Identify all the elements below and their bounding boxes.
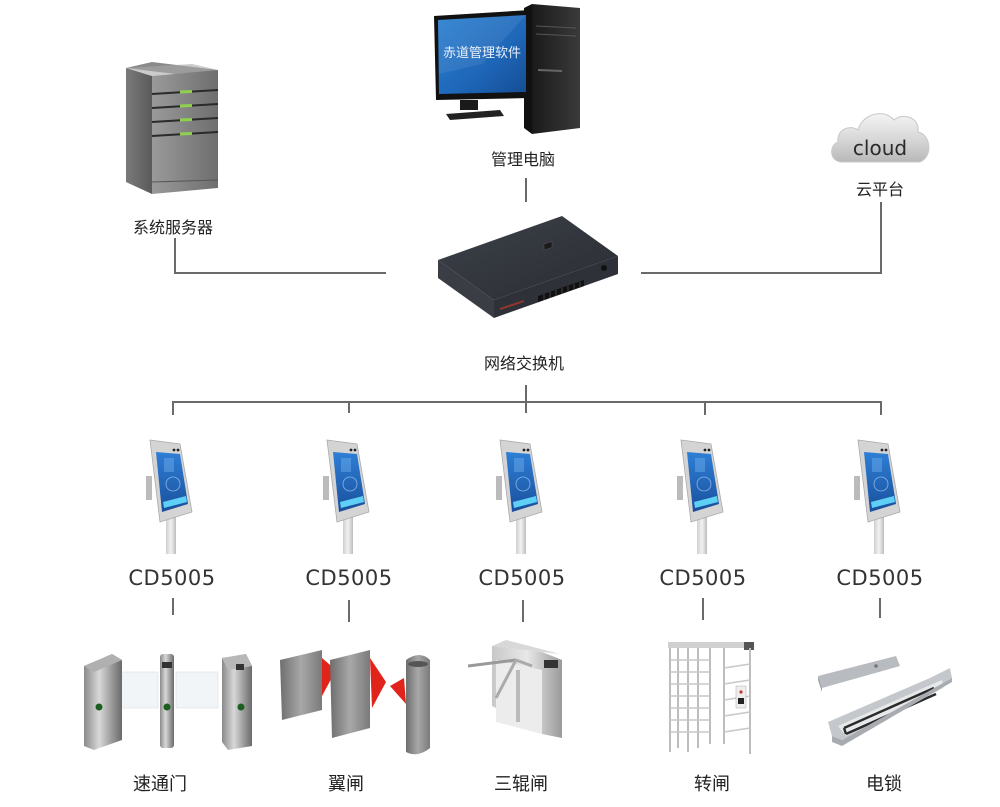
cloud-text: cloud: [853, 136, 907, 160]
connector-terminal-device-2: [348, 600, 350, 622]
network-switch-icon: [438, 216, 618, 318]
device-label: 三辊闸: [494, 774, 548, 795]
face-recognition-terminal-icon: [496, 439, 543, 554]
connector-terminal-device-1: [172, 598, 174, 615]
connector-cloud-vertical: [880, 202, 882, 273]
connector-terminal-device-5: [879, 598, 881, 618]
tripod-turnstile-icon: [467, 640, 562, 738]
connector-bus-drop-1: [172, 401, 174, 415]
face-recognition-terminal-icon: [677, 439, 724, 554]
pc-screen-text: 赤道管理软件: [443, 46, 521, 61]
device-label: 电锁: [866, 774, 902, 795]
connector-switch-vertical: [525, 385, 527, 412]
connector-terminal-device-4: [702, 598, 704, 620]
connector-terminal-bus: [172, 401, 882, 403]
connector-bus-drop-5: [880, 401, 882, 415]
connector-cloud-horizontal: [641, 272, 882, 274]
terminal-model-label: CD5005: [305, 566, 393, 590]
face-recognition-terminal-icon: [323, 439, 370, 554]
desktop-computer-icon: 赤道管理软件: [434, 4, 580, 134]
connector-bus-drop-3: [525, 401, 527, 413]
pc-label: 管理电脑: [490, 150, 556, 169]
speed-gate-icon: [84, 654, 252, 750]
terminal-model-label: CD5005: [836, 566, 924, 590]
connector-pc-vertical: [525, 178, 527, 202]
terminal-model-label: CD5005: [478, 566, 566, 590]
terminal-model-label: CD5005: [128, 566, 216, 590]
connector-bus-drop-4: [704, 401, 706, 415]
face-recognition-terminal-icon: [854, 439, 901, 554]
terminal-model-label: CD5005: [659, 566, 747, 590]
full-height-turnstile-icon: [668, 642, 754, 754]
switch-label: 网络交换机: [483, 354, 565, 373]
server-label: 系统服务器: [132, 218, 214, 237]
device-label: 翼闸: [328, 774, 364, 795]
cloud-label: 云平台: [855, 180, 905, 199]
connector-terminal-device-3: [522, 600, 524, 622]
connector-bus-drop-2: [348, 401, 350, 413]
device-label: 转闸: [694, 774, 730, 795]
face-recognition-terminal-icon: [146, 439, 193, 554]
flap-barrier-icon: [280, 650, 430, 755]
device-label: 速通门: [133, 774, 187, 795]
connector-server-vertical: [174, 238, 176, 273]
cloud-icon: cloud: [831, 113, 930, 163]
server-tower-icon: [126, 62, 219, 194]
connector-server-horizontal: [174, 272, 386, 274]
magnetic-lock-icon: [818, 656, 952, 746]
